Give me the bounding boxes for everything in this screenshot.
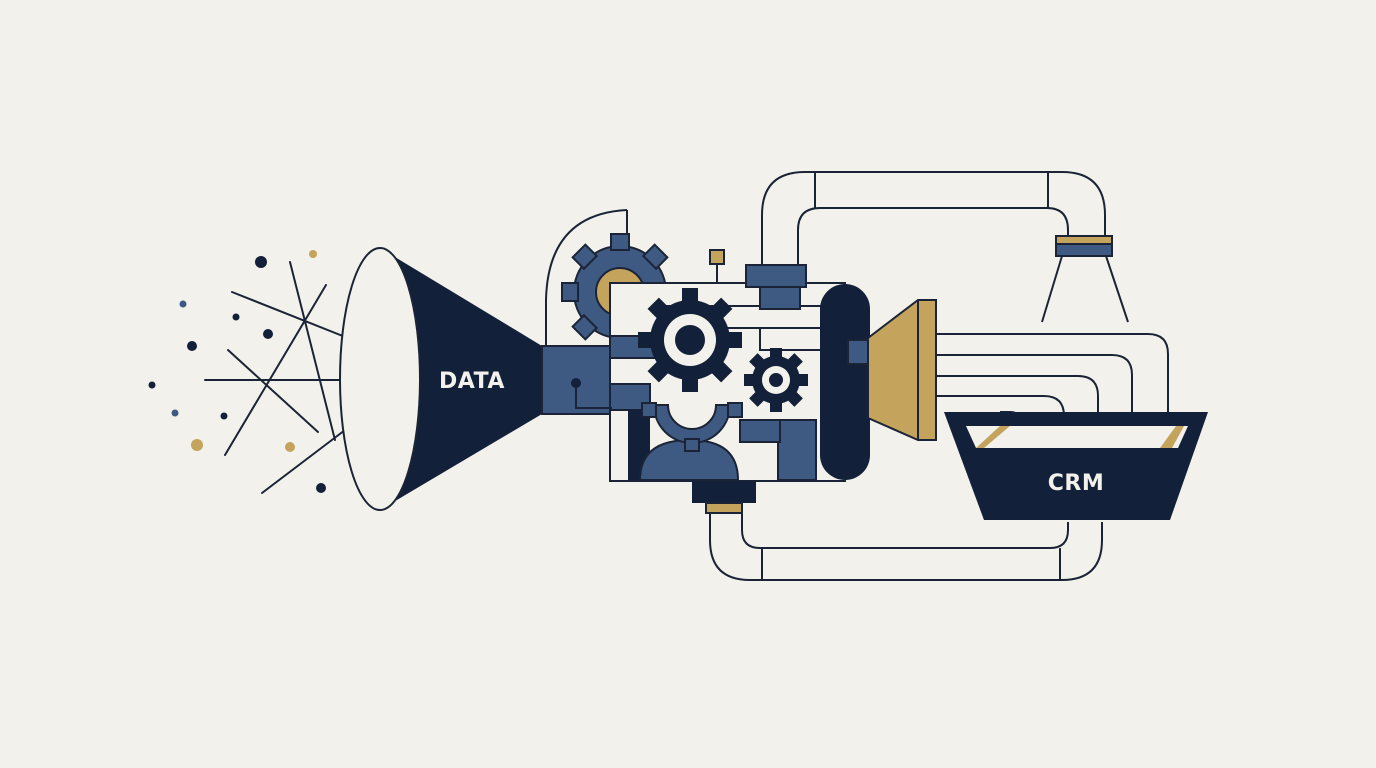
data-label: DATA	[439, 369, 505, 394]
data-dot	[309, 250, 317, 258]
data-dot	[179, 300, 187, 308]
gear-icon	[744, 348, 808, 412]
data-dot	[171, 409, 179, 417]
data-strand-line	[227, 349, 319, 433]
crm-label: CRM	[1048, 471, 1104, 496]
gear-icon	[638, 288, 742, 392]
gear-icon	[641, 402, 743, 452]
data-strand-line	[289, 261, 336, 441]
data-dot	[316, 483, 326, 493]
data-strand-line	[224, 284, 327, 456]
nozzle-icon	[867, 299, 937, 441]
lower-pipe-icon	[709, 502, 1103, 581]
bottle-icon	[1041, 235, 1129, 323]
data-dot	[263, 329, 273, 339]
data-dot	[232, 313, 240, 321]
crm-tray-icon	[944, 412, 1208, 520]
upper-pipe-icon	[761, 171, 1106, 265]
data-dot	[285, 442, 295, 452]
chamber-capsule	[820, 284, 870, 480]
data-dot	[148, 381, 156, 389]
data-dot	[255, 256, 267, 268]
data-dot	[187, 341, 197, 351]
data-dot	[191, 439, 203, 451]
data-dot	[220, 412, 228, 420]
wire-arc	[545, 209, 628, 346]
